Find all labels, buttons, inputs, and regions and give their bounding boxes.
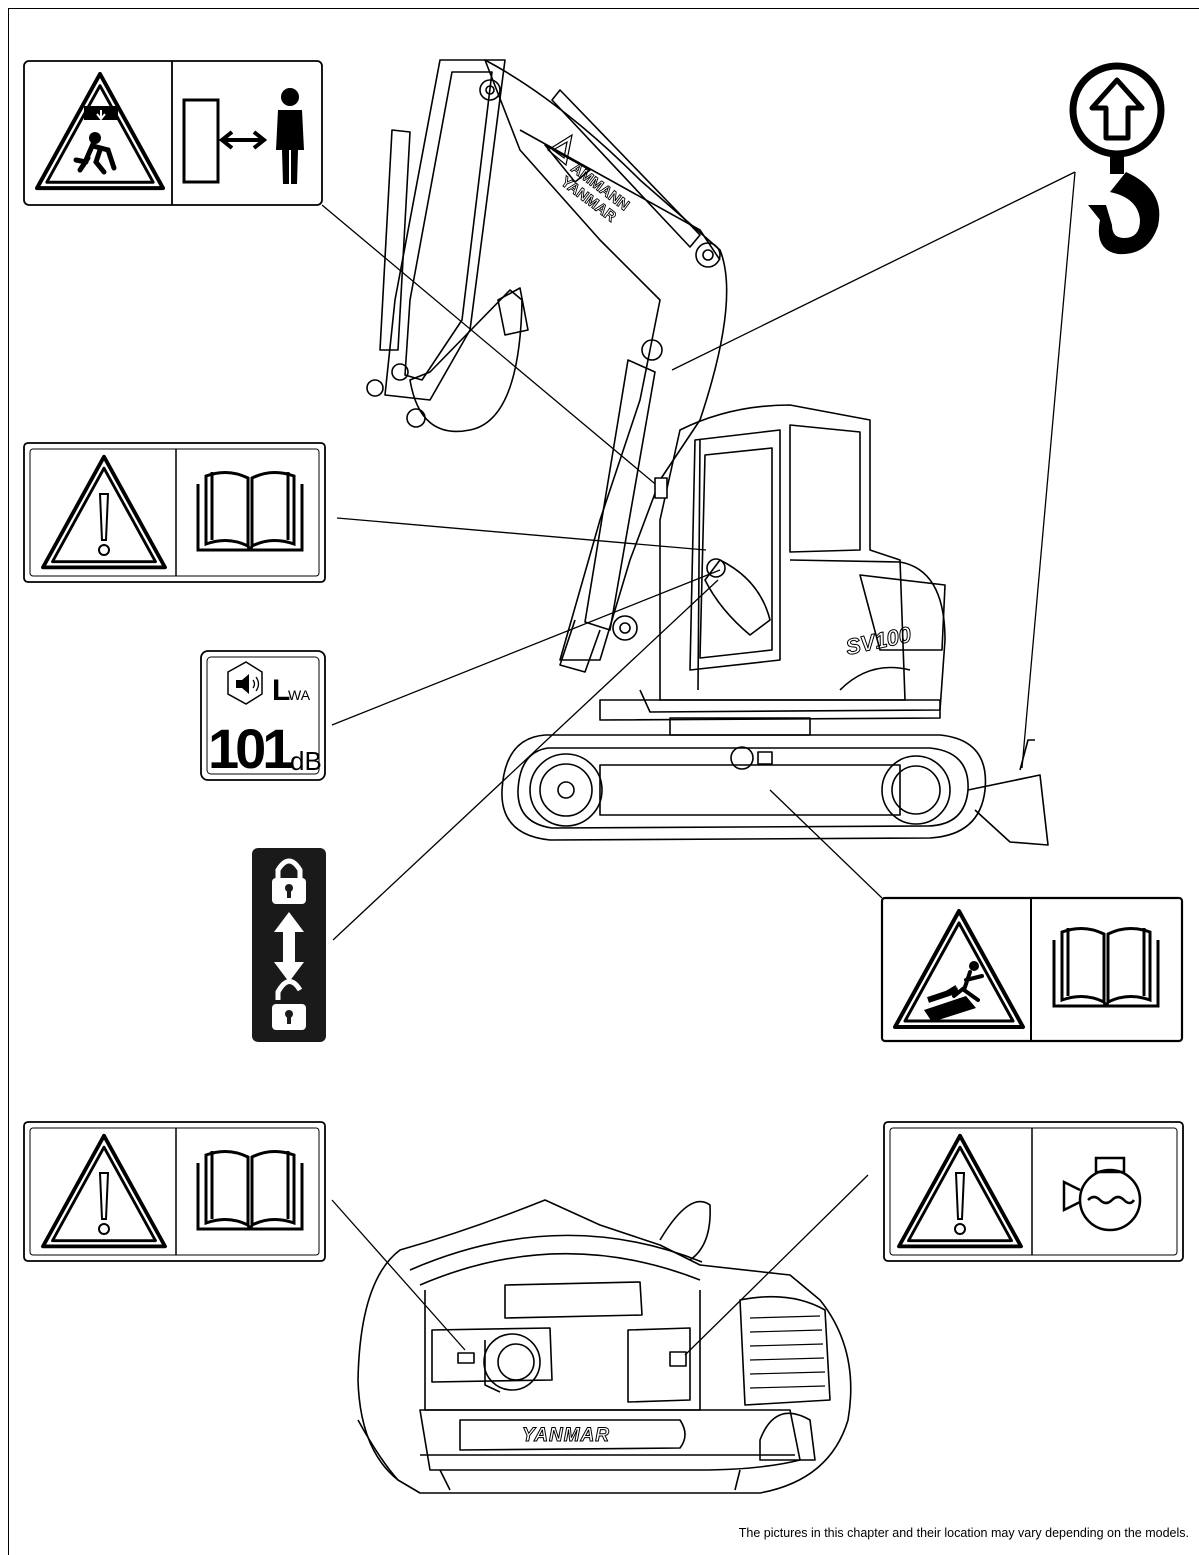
speaker-icon (227, 661, 263, 705)
page-frame (8, 8, 1199, 1555)
decal-read-manual-cab (23, 442, 326, 583)
keep-distance-person-icon (182, 88, 304, 184)
engine-plate-text: YANMAR (522, 1425, 610, 1446)
warning-exclamation-icon (896, 1133, 1024, 1249)
boom-brand-text: AMMANN YANMAR (557, 159, 633, 226)
decal-coolant-level (883, 1121, 1184, 1262)
warning-exclamation-icon (40, 1133, 168, 1249)
noise-symbol: L (272, 674, 290, 707)
decal-read-manual-engine (23, 1121, 326, 1262)
noise-value: 101 (208, 717, 292, 780)
svg-text:WA: WA (288, 687, 311, 703)
lifting-arrow-circle-icon (1069, 62, 1165, 158)
coolant-tank-icon (1062, 1156, 1142, 1232)
padlock-closed-icon (272, 858, 306, 904)
excavator-drawing: SV100 (366, 59, 1049, 846)
warning-exclamation-icon (40, 454, 168, 570)
decal-noise-level: L WA 101 dB (200, 650, 326, 781)
padlock-open-icon (272, 979, 306, 1030)
decal-lock-unlock (252, 848, 326, 1042)
decal-crush-hazard-keep-distance (23, 60, 323, 206)
decal-lifting-point (1069, 62, 1165, 255)
noise-unit: dB (290, 746, 322, 776)
double-arrow-icon (274, 912, 304, 982)
engine-compartment-drawing (357, 1199, 852, 1494)
crane-hook-icon (1088, 154, 1160, 255)
leader-lines (321, 171, 1076, 1356)
decal-track-run-over-hazard (880, 896, 1184, 1043)
warning-falling-load-icon (34, 71, 166, 191)
footnote: The pictures in this chapter and their l… (738, 1526, 1189, 1540)
warning-run-over-icon (893, 909, 1025, 1029)
decal-location-illustration: SV100 AMMANN YANMAR (23, 59, 1184, 1494)
